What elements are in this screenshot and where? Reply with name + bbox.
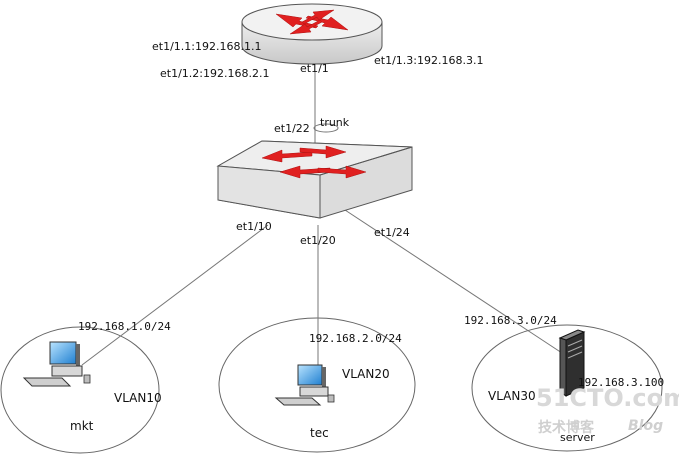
vlan30-label: VLAN30 xyxy=(488,389,536,403)
link-vlan30 xyxy=(344,209,566,356)
subnet-vlan10: 192.168.1.0/24 xyxy=(78,320,171,333)
watermark-site: 51CTO.com xyxy=(536,384,679,412)
watermark-blog: Blog xyxy=(628,418,663,434)
pc-mkt-icon xyxy=(22,341,91,387)
router-arrows-icon xyxy=(275,9,349,35)
router xyxy=(241,3,383,65)
watermark-tagline: 技术博客 xyxy=(538,419,595,436)
switch xyxy=(216,140,413,219)
switch-port-10: et1/10 xyxy=(236,220,272,233)
host-server-label: server xyxy=(560,431,595,444)
server-ip-label: 192.168.3.100 xyxy=(578,376,664,389)
router-port-3: et1/1.3:192.168.3.1 xyxy=(374,54,483,67)
switch-port-20: et1/20 xyxy=(300,234,336,247)
vlan10-label: VLAN10 xyxy=(114,391,162,405)
trunk-loop xyxy=(313,123,339,133)
server-icon xyxy=(558,329,586,397)
subnet-vlan30: 192.168.3.0/24 xyxy=(464,314,557,327)
link-vlan10 xyxy=(81,224,269,366)
router-port-2: et1/1.2:192.168.2.1 xyxy=(160,67,269,80)
router-uplink-port: et1/1 xyxy=(300,62,329,75)
switch-trunk-port: et1/22 xyxy=(274,122,310,135)
switch-port-24: et1/24 xyxy=(374,226,410,239)
trunk-label: trunk xyxy=(320,116,350,129)
host-mkt-label: mkt xyxy=(70,419,94,433)
switch-arrows-icon xyxy=(261,145,367,179)
watermark: 51CTO.com 技术博客 Blog xyxy=(536,384,679,436)
subnet-vlan20: 192.168.2.0/24 xyxy=(309,332,402,345)
router-port-1: et1/1.1:192.168.1.1 xyxy=(152,40,261,53)
pc-tec-icon xyxy=(274,364,335,406)
vlan20-label: VLAN20 xyxy=(342,367,390,381)
vlan10-zone xyxy=(0,326,160,454)
host-tec-label: tec xyxy=(310,426,329,440)
